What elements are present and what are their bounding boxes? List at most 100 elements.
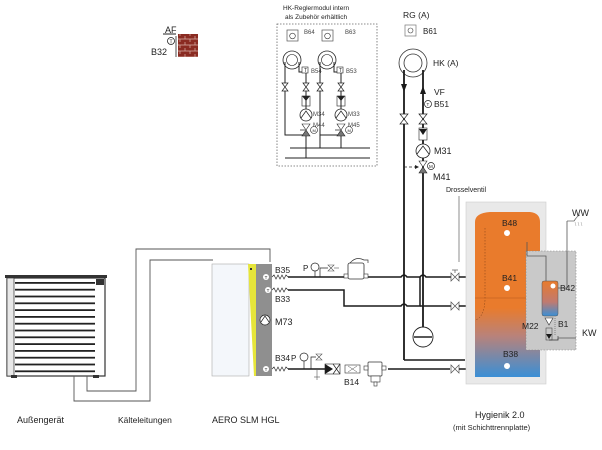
sensor-b38-label: B38 [503,349,518,359]
pressure-label-2: P [291,354,296,363]
label-b64: B64 [304,30,315,36]
main-pipes: P P B14 [288,258,467,387]
module-note-line2: als Zubehör erhältlich [285,14,348,21]
pressure-label-1: P [303,264,308,273]
mixer-valve-m45-icon [336,129,346,137]
radiator-hk-a-icon [398,48,428,78]
sensor-b38-icon [504,363,510,369]
shutoff-valve-icon [337,82,345,92]
pressure-gauge-icon [299,352,309,362]
shutoff-valve-icon [399,113,409,125]
svg-text:T: T [267,288,270,293]
louvre-slat [15,356,95,359]
label-m44: M44 [313,123,325,129]
shutoff-valve-icon [418,113,428,125]
pump-m73-icon [259,314,271,326]
sensor-b33-label: B33 [275,294,290,304]
safety-valve-icon [327,264,335,272]
sensor-b14-label: B14 [344,377,359,387]
plate-heat-exchanger-icon [541,280,559,317]
outdoor-unit-label: Außengerät [17,415,65,425]
louvre-slat [15,302,95,305]
louvre-slat [15,322,95,325]
supply-flow-arrow-icon [420,86,426,94]
check-valve-icon [337,96,345,101]
flex-hose-icon [271,287,289,293]
heating-circuit-a: RG (A) B61 HK (A) VF T B51 M31 M M41 [398,10,487,360]
svg-text:T: T [427,102,430,107]
louvre-slat [15,336,95,339]
sensor-b42-label: B42 [560,283,575,293]
outdoor-sensor-id: B32 [151,47,167,57]
check-valve-icon [419,129,427,135]
sensor-b48-icon [504,230,510,236]
svg-text:T: T [265,367,268,372]
shutoff-valve-icon [302,82,310,92]
louvre-slat [15,309,95,311]
temperature-sensor-icon [167,37,175,45]
module-boundary [276,23,378,167]
shutoff-valve-icon [450,301,460,311]
indoor-unit-label: AERO SLM HGL [212,415,280,425]
louvre-slat [15,295,95,298]
outdoor-unit-icon [6,277,106,377]
shutoff-valve-icon [316,82,324,92]
indoor-unit: T T T M73 B35 B33 B34 [211,263,293,377]
outdoor-sensor-title: AF [165,25,177,35]
fresh-water-module: WW B42 M22 B1 KW [522,208,597,351]
sensor-b41-icon [504,285,510,291]
svg-text:T: T [265,275,268,280]
filter-icon [367,361,383,377]
return-flow-arrow-icon [401,84,407,92]
indoor-unit-body [211,263,250,377]
tap-icon [567,214,581,222]
mixer-valve-m41-icon [418,166,428,174]
sensor-b48-label: B48 [502,218,517,228]
flow-sensor-label: B51 [434,99,449,109]
label-b54: B54 [311,69,322,75]
safety-valve-icon [315,353,323,361]
mixer-m41-label: M41 [433,172,451,182]
refrigerant-lines [73,248,271,402]
heating-controller-module: HK-Reglermodul intern als Zubehör erhält… [276,5,378,167]
svg-text:M: M [429,164,433,169]
shutoff-valve-icon [450,364,460,374]
sensor-b41-label: B41 [502,273,517,283]
sensor-b1-label: B1 [558,319,569,329]
pump-m31-icon [415,143,431,159]
pump-m33-icon [334,108,348,122]
pressure-gauge-icon [310,262,320,272]
flex-hose-icon [271,274,289,280]
louvre-slat [15,363,95,366]
svg-text:M: M [348,128,351,133]
pump-m31-label: M31 [434,146,452,156]
pump-m22-label: M22 [522,321,539,331]
dirt-separator-icon [347,262,365,280]
check-valve-icon [302,96,310,101]
outdoor-sensor: T AF B32 [151,25,198,57]
room-sensor-label: B61 [423,27,438,36]
flow-sensor-icon [424,100,432,108]
svg-text:T: T [339,68,342,74]
sensor-b35-label: B35 [275,265,290,275]
pump-m22-icon [544,317,554,326]
radiator-1-icon [282,50,302,70]
throttle-valve-label: Drosselventil [446,187,487,194]
tank-title: Hygienik 2.0 [475,410,525,420]
refrigerant-lines-label: Kälteleitungen [118,415,172,425]
throttle-valve-icon [450,272,460,282]
cold-water-label: KW [582,328,597,338]
louvre-slat [15,288,95,291]
louvre-slat [15,329,95,332]
room-unit-icon [404,24,417,37]
room-unit-label: RG (A) [403,10,430,20]
svg-text:T: T [170,40,173,46]
mixer-valve-m44-icon [301,129,311,137]
flex-hose-icon [271,366,289,372]
room-sensor-b64-icon [289,32,296,40]
storage-tank: B48 B41 B38 [465,201,547,385]
shutoff-valve-icon [281,82,289,92]
label-b53: B53 [346,69,357,75]
hot-water-label: WW [572,208,589,218]
check-valve-icon [325,364,333,374]
